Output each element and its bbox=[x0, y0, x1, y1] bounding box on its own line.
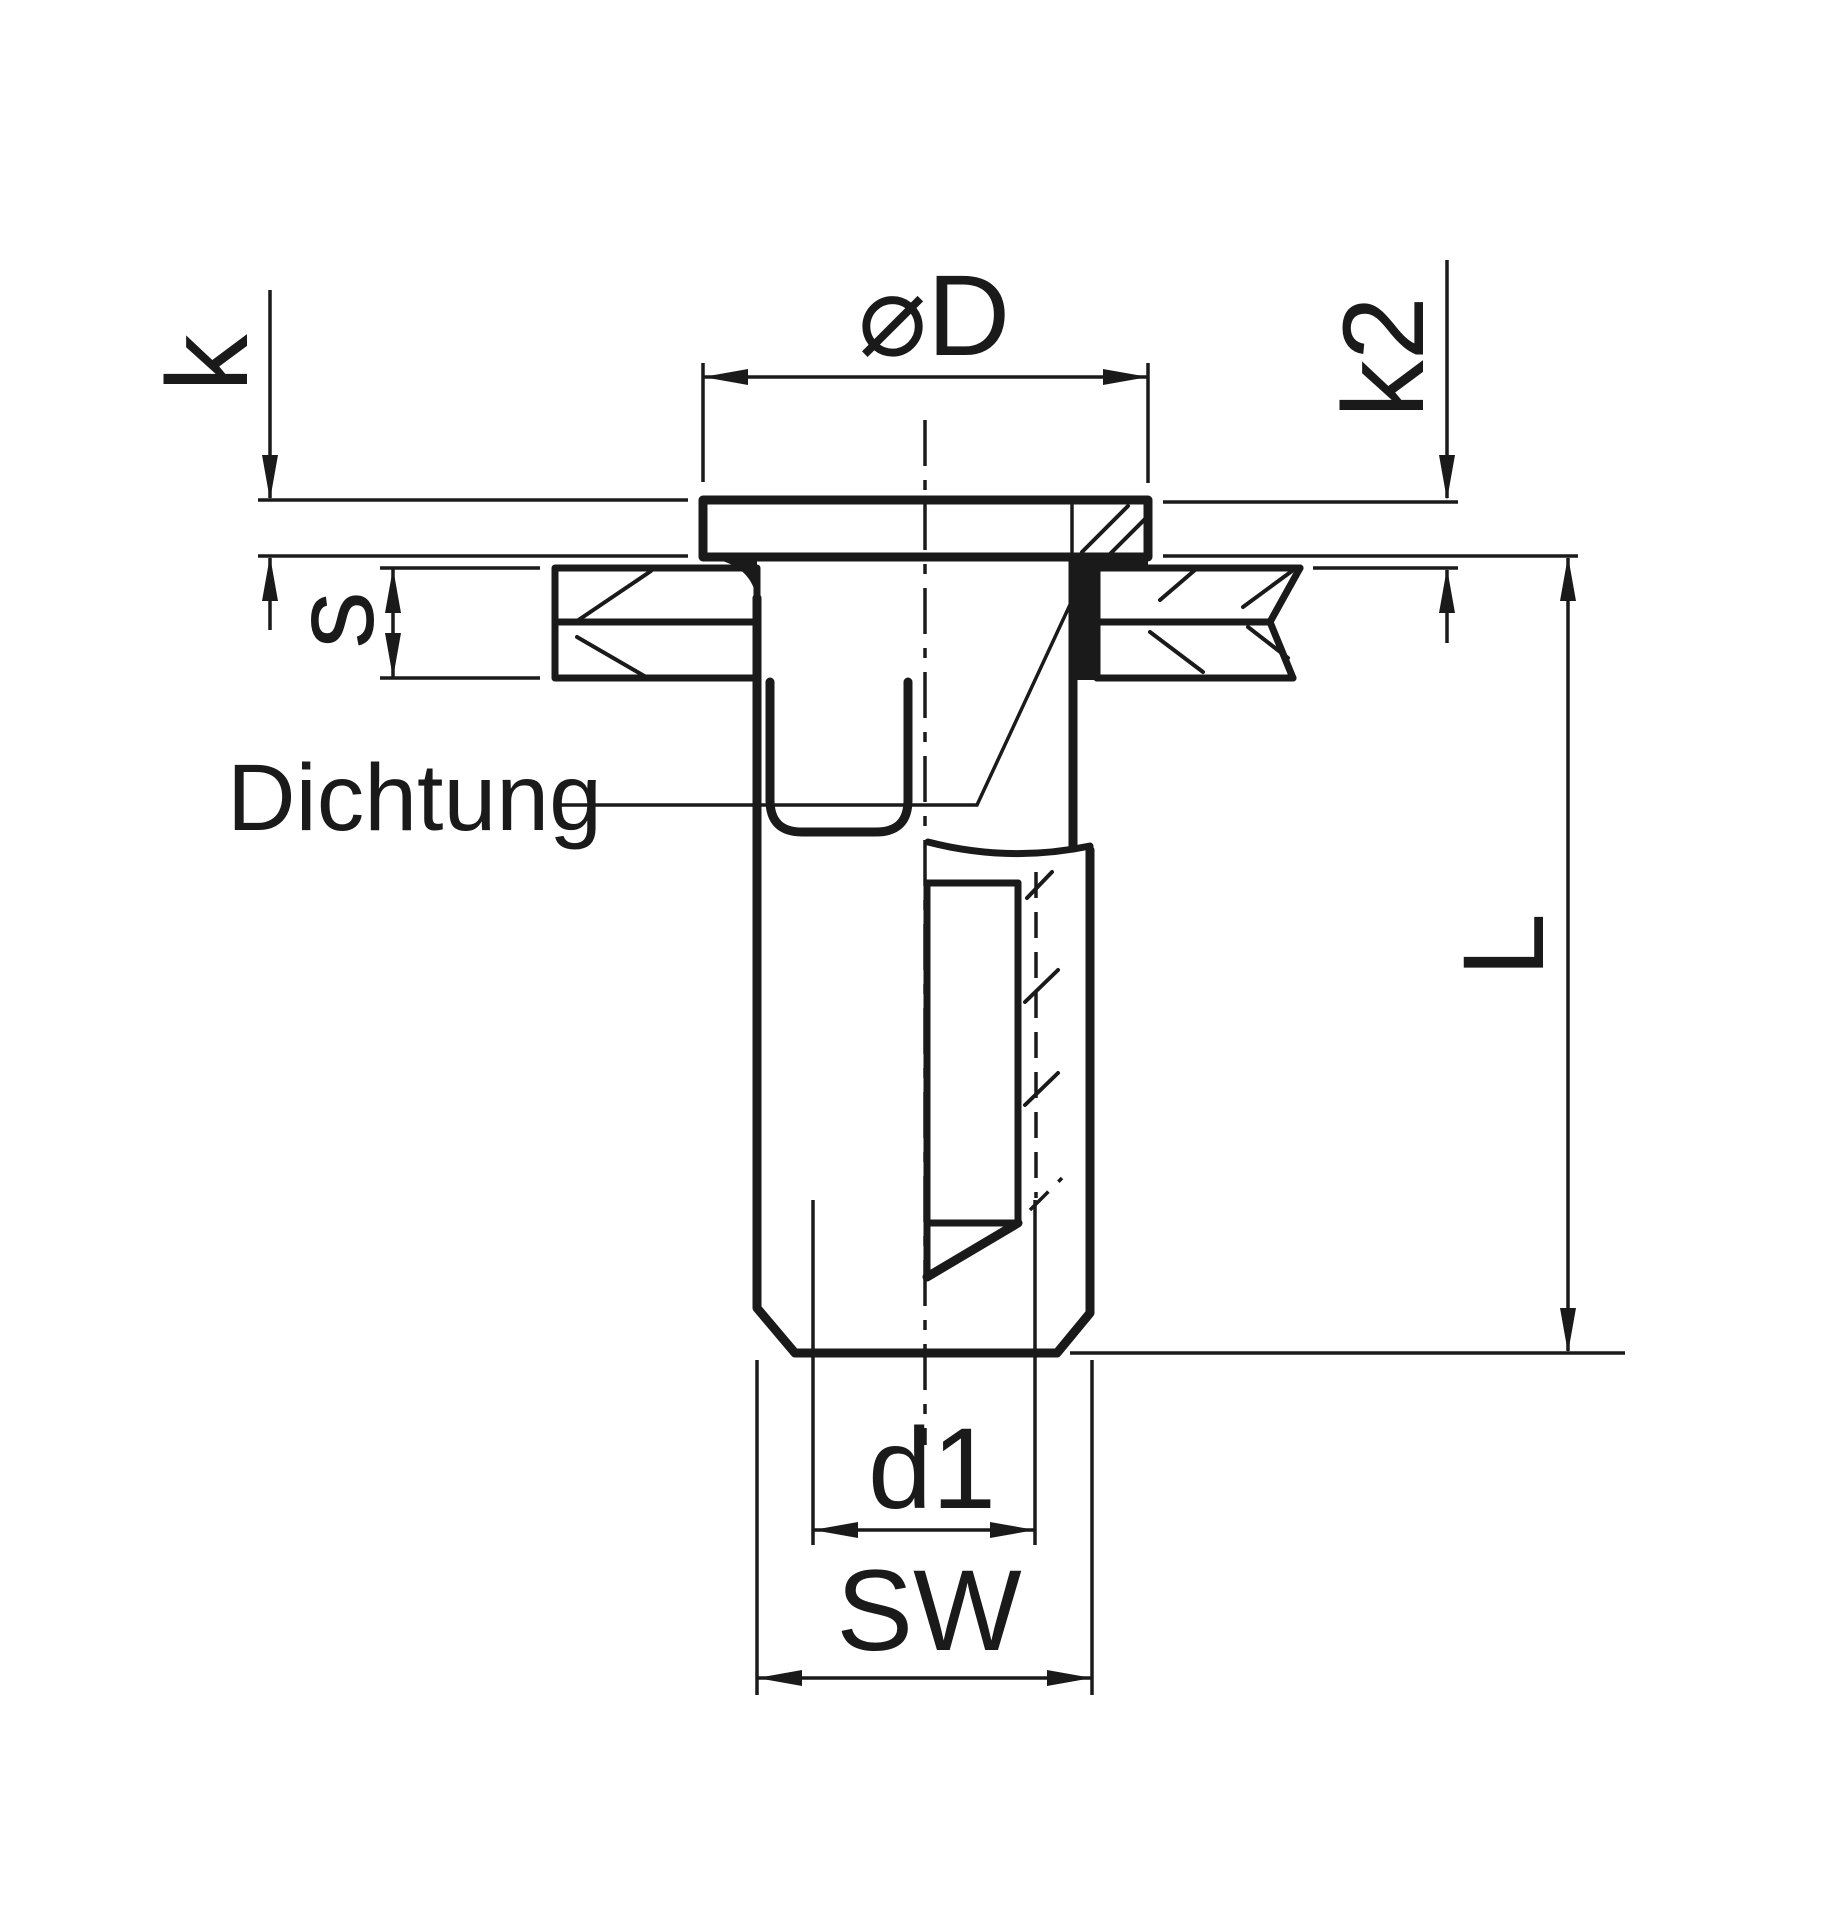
flange bbox=[698, 495, 1153, 562]
dim-k: k bbox=[144, 290, 688, 630]
seal-leader-line bbox=[557, 565, 1090, 807]
dim-k2-label: k2 bbox=[1320, 296, 1448, 417]
dim-s-label: s bbox=[270, 591, 398, 649]
dim-diameter: ⌀D bbox=[701, 252, 1150, 483]
blind-hole bbox=[765, 677, 913, 837]
shank bbox=[752, 552, 1095, 1358]
dim-s: s bbox=[270, 566, 540, 680]
break-line bbox=[924, 838, 1094, 858]
dim-sw: SW bbox=[755, 1360, 1094, 1695]
dim-d1: d1 bbox=[811, 1200, 1037, 1545]
dim-sw-label: SW bbox=[836, 1547, 1022, 1675]
seal-label: Dichtung bbox=[227, 745, 602, 851]
dim-diameter-label: ⌀D bbox=[858, 252, 1010, 380]
dim-length-label: L bbox=[1440, 913, 1568, 977]
dim-k2: k2 bbox=[1163, 260, 1458, 643]
seal-right bbox=[1073, 557, 1148, 680]
sheet-stack-left bbox=[551, 564, 761, 682]
dim-d1-label: d1 bbox=[868, 1405, 996, 1533]
dim-k-label: k bbox=[144, 334, 272, 392]
dim-length: L bbox=[1070, 554, 1625, 1355]
thread-section bbox=[922, 870, 1064, 1282]
sheet-stack-right bbox=[1093, 564, 1304, 682]
